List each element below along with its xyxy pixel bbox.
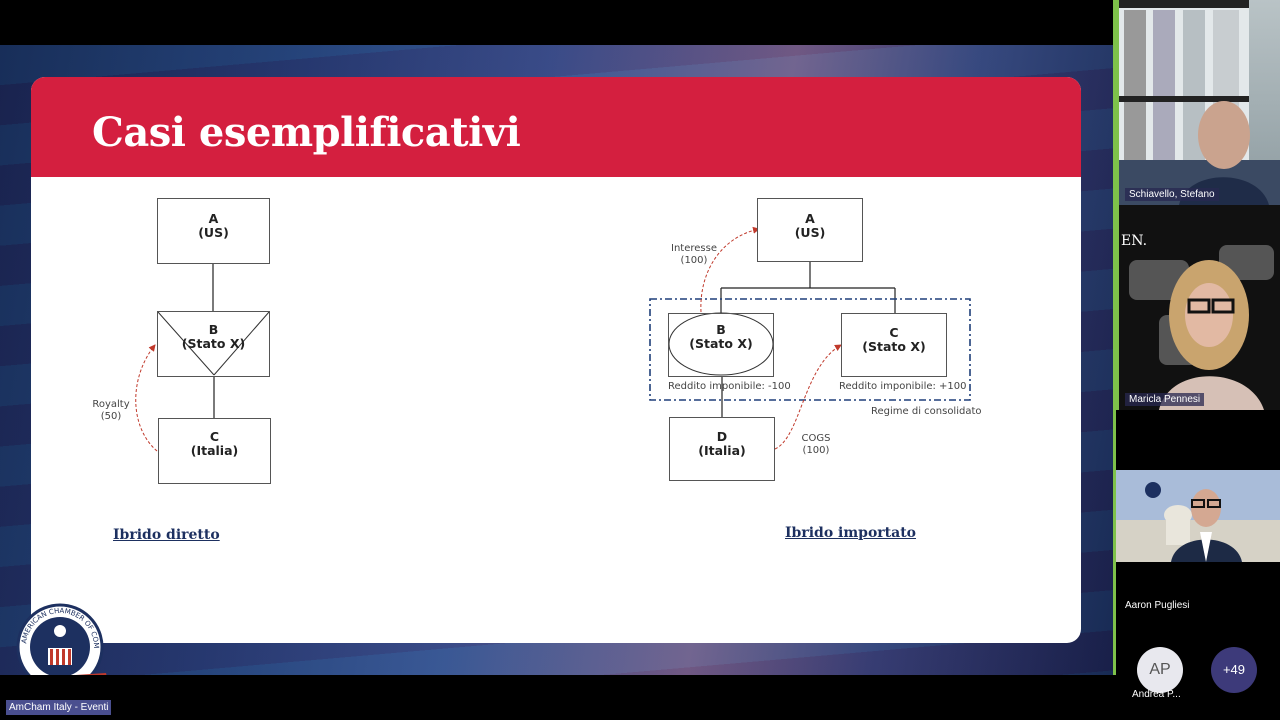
participant-name-aaron: Aaron Pugliesi [1125,600,1190,611]
box-c-right: C (Stato X) [841,313,947,377]
box-a-left-line1: A [208,211,219,226]
box-c-left: C (Italia) [158,418,271,484]
more-participants-button[interactable]: +49 [1211,647,1257,693]
box-d-right-line1: D [716,429,728,444]
active-speaker-indicator [1113,0,1116,675]
participant-name-maricla: Maricla Pennesi [1125,393,1205,406]
caption-ibrido-importato: Ibrido importato [785,525,917,541]
slide-header-band [31,77,1081,177]
diagram-connectors [135,226,971,452]
box-c-right-line1: C [889,325,899,340]
interesse-label: Interesse (100) [661,243,727,267]
royalty-value-text: (50) [100,411,122,422]
cogs-label-text: COGS [801,433,831,444]
amcham-logo: AMERICAN CHAMBER OF COMMERCE IN ITALY Es… [10,601,107,675]
box-a-right: A (US) [757,198,863,262]
box-c-left-line1: C [209,429,220,444]
video-tile-aaron[interactable] [1116,470,1280,562]
participant-name-andrea: Andrea P... [1132,689,1181,700]
box-b-left: B (Stato X) [157,311,270,377]
video-feed-aaron [1116,470,1280,562]
participant-avatar-andrea[interactable]: AP [1137,647,1183,693]
cogs-value-text: (100) [802,445,830,456]
box-a-right-line1: A [805,211,815,226]
reddito-c: Reddito imponibile: +100 [839,381,967,392]
royalty-arrow [135,344,158,452]
box-a-left: A (US) [157,198,270,264]
box-c-left-line2: (Italia) [190,443,239,458]
interesse-arrow [700,226,760,313]
box-b-right: B (Stato X) [668,313,774,377]
caption-ibrido-diretto: Ibrido diretto [113,527,220,543]
video-feed-maricla: EN. [1119,205,1280,410]
regime-consolidato: Regime di consolidato [871,406,982,417]
box-d-right: D (Italia) [669,417,775,481]
empty-tile [1116,410,1280,470]
consolidato-frame [649,298,971,401]
video-tile-stefano[interactable]: Schiavello, Stefano [1116,0,1280,205]
video-tile-maricla[interactable]: EN. Maricla Pennesi [1116,205,1280,410]
participant-name-stefano: Schiavello, Stefano [1125,188,1219,201]
box-c-right-line2: (Stato X) [862,339,926,354]
video-feed-stefano [1119,0,1280,205]
shared-screen: Casi esemplificativi [0,45,1116,675]
interesse-label-text: Interesse [671,243,717,254]
box-b-left-diagonal-2 [213,311,270,376]
cogs-label: COGS (100) [791,433,841,457]
box-a-right-line2: (US) [794,225,826,240]
box-a-left-line2: (US) [198,225,229,240]
box-b-left-line1: B [208,322,219,337]
box-d-right-line2: (Italia) [698,443,746,458]
royalty-label: Royalty (50) [86,399,136,423]
reddito-b: Reddito imponibile: -100 [668,381,791,392]
box-b-right-line2: (Stato X) [689,336,753,351]
slide-title: Casi esemplificativi [92,109,521,156]
svg-text:EN.: EN. [1121,233,1147,249]
box-b-right-line1: B [716,322,726,337]
royalty-label-text: Royalty [92,399,130,410]
box-b-left-line2: (Stato X) [181,336,246,351]
cogs-arrow [774,344,842,450]
box-b-left-diagonal-1 [157,311,215,376]
meeting-name-tag: AmCham Italy - Eventi [6,700,112,715]
slide: Casi esemplificativi [31,77,1081,643]
interesse-value-text: (100) [680,255,708,266]
